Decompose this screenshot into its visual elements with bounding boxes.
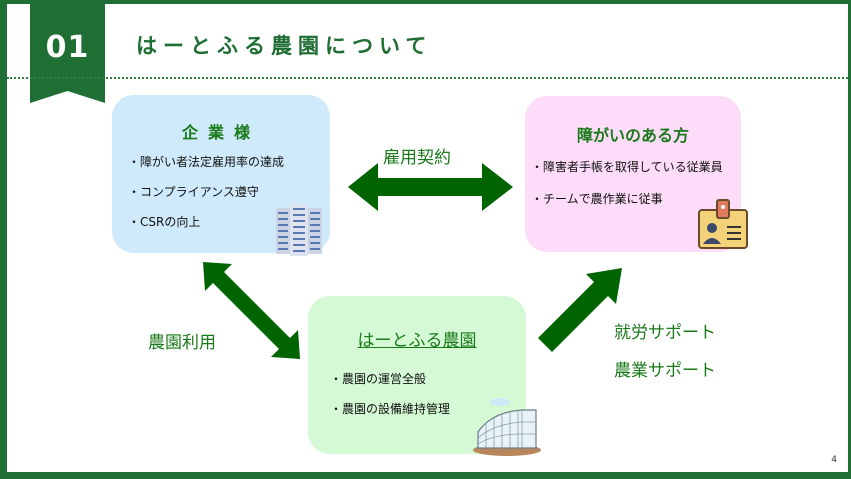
diagonal-arrow-up-right — [538, 268, 622, 352]
title-divider — [7, 77, 848, 79]
section-number: 01 — [45, 30, 90, 65]
page-title: はーとふる農園について — [136, 34, 433, 58]
company-title: 企業様 — [181, 123, 260, 142]
person-box: 障がいのある方 ・障害者手帳を取得している従業員 ・チームで農作業に従事 — [525, 96, 741, 252]
person-title: 障がいのある方 — [576, 126, 689, 145]
work-support-label: 就労サポート — [614, 323, 716, 343]
frame-bottom — [0, 472, 851, 479]
farm-use-label: 農園利用 — [148, 333, 216, 353]
farm-item: ・農園の運営全般 — [330, 372, 427, 386]
page-number: 4 — [831, 455, 837, 465]
farm-title: はーとふる農園 — [357, 331, 477, 351]
company-item: ・コンプライアンス遵守 — [128, 185, 259, 199]
double-arrow-horizontal — [348, 163, 513, 211]
frame-top — [0, 0, 851, 4]
farm-item: ・農園の設備維持管理 — [330, 402, 451, 416]
company-item: ・障がい者法定雇用率の達成 — [128, 155, 285, 169]
frame-left — [0, 0, 7, 479]
farm-support-label: 農業サポート — [614, 361, 716, 381]
double-arrow-diagonal — [203, 262, 300, 359]
person-item: ・障害者手帳を取得している従業員 — [531, 160, 723, 174]
frame-right — [848, 0, 851, 479]
employment-contract-label: 雇用契約 — [383, 148, 451, 168]
greenhouse-icon — [473, 398, 541, 456]
office-building-icon — [276, 204, 322, 256]
company-item: ・CSRの向上 — [128, 215, 201, 229]
id-card-icon — [698, 199, 748, 249]
person-item: ・チームで農作業に従事 — [531, 192, 663, 206]
